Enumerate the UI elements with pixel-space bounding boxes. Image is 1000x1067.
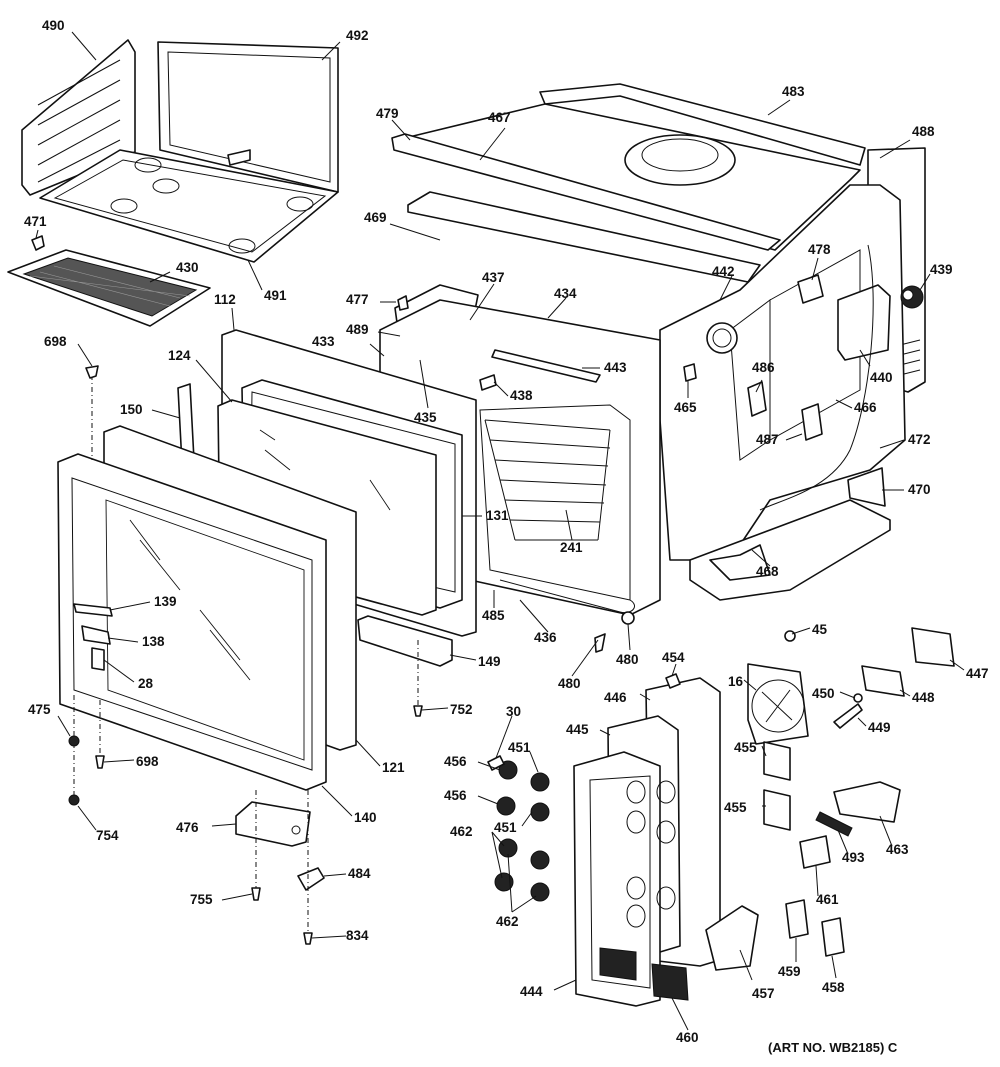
callout-480-left: 480	[558, 676, 581, 691]
callout-454: 454	[662, 650, 685, 665]
callout-124: 124	[168, 348, 191, 363]
callout-468: 468	[756, 564, 779, 579]
callout-467: 467	[488, 110, 511, 125]
fasteners	[68, 295, 796, 945]
callout-752: 752	[450, 702, 473, 717]
callout-430: 430	[176, 260, 199, 275]
callout-755: 755	[190, 892, 213, 907]
callout-466: 466	[854, 400, 877, 415]
callout-443: 443	[604, 360, 627, 375]
callout-139: 139	[154, 594, 177, 609]
callout-448: 448	[912, 690, 935, 705]
callout-465: 465	[674, 400, 697, 415]
callout-434: 434	[554, 286, 577, 301]
grille-430	[7, 235, 211, 327]
callout-455-bottom: 455	[724, 800, 747, 815]
leader-lines	[35, 31, 965, 1031]
callout-492: 492	[346, 28, 369, 43]
callout-456-bottom: 456	[444, 788, 467, 803]
callout-479: 479	[376, 106, 399, 121]
art-number-label: (ART NO. WB2185) C	[768, 1040, 898, 1055]
callout-150: 150	[120, 402, 143, 417]
callout-442: 442	[712, 264, 735, 279]
callout-450: 450	[812, 686, 835, 701]
callout-462-top: 462	[450, 824, 473, 839]
callout-140: 140	[354, 810, 377, 825]
callout-698-bottom: 698	[136, 754, 159, 769]
callout-45: 45	[812, 622, 828, 637]
callout-455-top: 455	[734, 740, 757, 755]
callout-469: 469	[364, 210, 387, 225]
callout-834: 834	[346, 928, 369, 943]
callout-456-top: 456	[444, 754, 467, 769]
callout-487: 487	[756, 432, 779, 447]
callout-459: 459	[778, 964, 801, 979]
callout-471: 471	[24, 214, 47, 229]
callout-476: 476	[176, 820, 199, 835]
callout-241: 241	[560, 540, 583, 555]
callout-16: 16	[728, 674, 744, 689]
callout-470: 470	[908, 482, 931, 497]
callout-480-right: 480	[616, 652, 639, 667]
callout-490: 490	[42, 18, 65, 33]
control-panel	[487, 627, 955, 1007]
oven-liner-panels	[21, 39, 339, 263]
callout-30: 30	[506, 704, 521, 719]
callout-445: 445	[566, 722, 589, 737]
oven-liner-434	[379, 299, 661, 625]
callout-112: 112	[214, 292, 236, 307]
callout-435: 435	[414, 410, 437, 425]
callout-463: 463	[886, 842, 909, 857]
callout-451-top: 451	[508, 740, 531, 755]
callout-754: 754	[96, 828, 119, 843]
callout-439: 439	[930, 262, 953, 277]
callout-447: 447	[966, 666, 989, 681]
callout-483: 483	[782, 84, 805, 99]
callout-131: 131	[486, 508, 509, 523]
callout-436: 436	[534, 630, 557, 645]
door-assembly	[57, 329, 477, 891]
callout-488: 488	[912, 124, 935, 139]
callout-461: 461	[816, 892, 839, 907]
callout-484: 484	[348, 866, 371, 881]
callout-438: 438	[510, 388, 533, 403]
callout-472: 472	[908, 432, 931, 447]
callout-149: 149	[478, 654, 501, 669]
callout-444: 444	[520, 984, 543, 999]
callout-437: 437	[482, 270, 505, 285]
callout-433: 433	[312, 334, 335, 349]
callout-489: 489	[346, 322, 369, 337]
callout-698-top: 698	[44, 334, 67, 349]
callout-labels: 490 492 471 430 491 479 467 483 488 469 …	[24, 18, 989, 1045]
callout-446: 446	[604, 690, 627, 705]
callout-449: 449	[868, 720, 891, 735]
callout-462-bottom: 462	[496, 914, 519, 929]
callout-121: 121	[382, 760, 405, 775]
callout-491: 491	[264, 288, 287, 303]
callout-138: 138	[142, 634, 165, 649]
callout-478: 478	[808, 242, 831, 257]
callout-475: 475	[28, 702, 51, 717]
callout-457: 457	[752, 986, 775, 1001]
callout-493: 493	[842, 850, 865, 865]
callout-458: 458	[822, 980, 845, 995]
callout-28: 28	[138, 676, 154, 691]
callout-477: 477	[346, 292, 369, 307]
callout-486: 486	[752, 360, 775, 375]
callout-451-bottom: 451	[494, 820, 517, 835]
callout-485: 485	[482, 608, 505, 623]
callout-460: 460	[676, 1030, 699, 1045]
callout-440: 440	[870, 370, 893, 385]
